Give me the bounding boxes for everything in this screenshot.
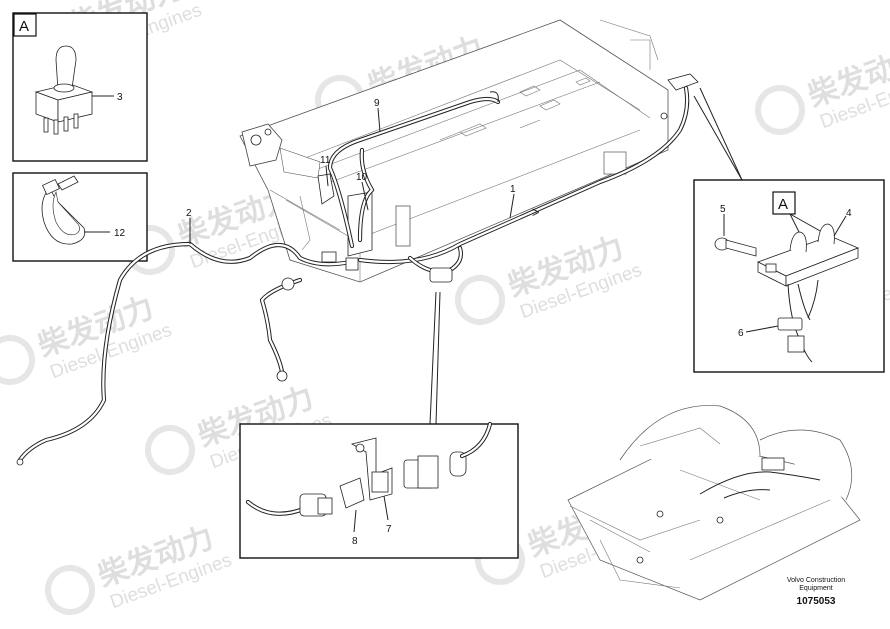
callout-5: 5 <box>720 204 726 215</box>
callout-1: 1 <box>510 184 516 195</box>
toggle-switch-icon <box>34 45 94 135</box>
bolt-icon <box>714 237 757 257</box>
detail-a-bracket: A 5 4 6 <box>693 179 885 373</box>
callout-12: 12 <box>114 228 126 239</box>
inset-letter-box <box>13 13 37 37</box>
svg-text:ᐳ: ᐳ <box>532 208 539 219</box>
detail-letter-box <box>772 191 796 215</box>
watermark: 柴发动力 Diesel-Engines <box>755 40 890 135</box>
detail-leaders <box>429 87 743 425</box>
watermark: 柴发动力 Diesel-Engines <box>45 520 235 615</box>
watermark: 柴发动力 Diesel-Engines <box>0 290 175 385</box>
main-assembly: ᐳ 9 11 10 1 2 <box>16 19 699 466</box>
brand-line-2: Equipment <box>799 585 833 592</box>
callout-6: 6 <box>738 328 744 339</box>
callout-7: 7 <box>386 524 392 535</box>
callout-9: 9 <box>374 98 380 109</box>
callout-10: 10 <box>356 172 368 183</box>
inset-a-switch: A 3 <box>12 12 148 162</box>
callout-4: 4 <box>846 208 852 219</box>
callout-2: 2 <box>186 208 192 219</box>
inset-cable-tie: 12 <box>12 172 148 262</box>
drawing-code: 1075053 <box>797 596 836 607</box>
watermark: 柴发动力 Diesel-Engines <box>455 230 645 325</box>
callout-11: 11 <box>320 155 331 166</box>
detail-connectors: 8 7 <box>239 421 519 559</box>
switch-bracket-icon <box>756 223 860 363</box>
brand-line-1: Volvo Construction <box>787 577 845 584</box>
callout-8: 8 <box>352 536 358 547</box>
harness-detail-icon <box>245 421 493 517</box>
footer-credit: Volvo Construction Equipment 1075053 <box>787 577 845 607</box>
machine-locator-view <box>567 405 861 601</box>
cable-tie-icon <box>41 175 86 245</box>
detail-letter: A <box>778 196 788 213</box>
callout-3: 3 <box>117 92 123 103</box>
inset-letter: A <box>19 18 29 35</box>
